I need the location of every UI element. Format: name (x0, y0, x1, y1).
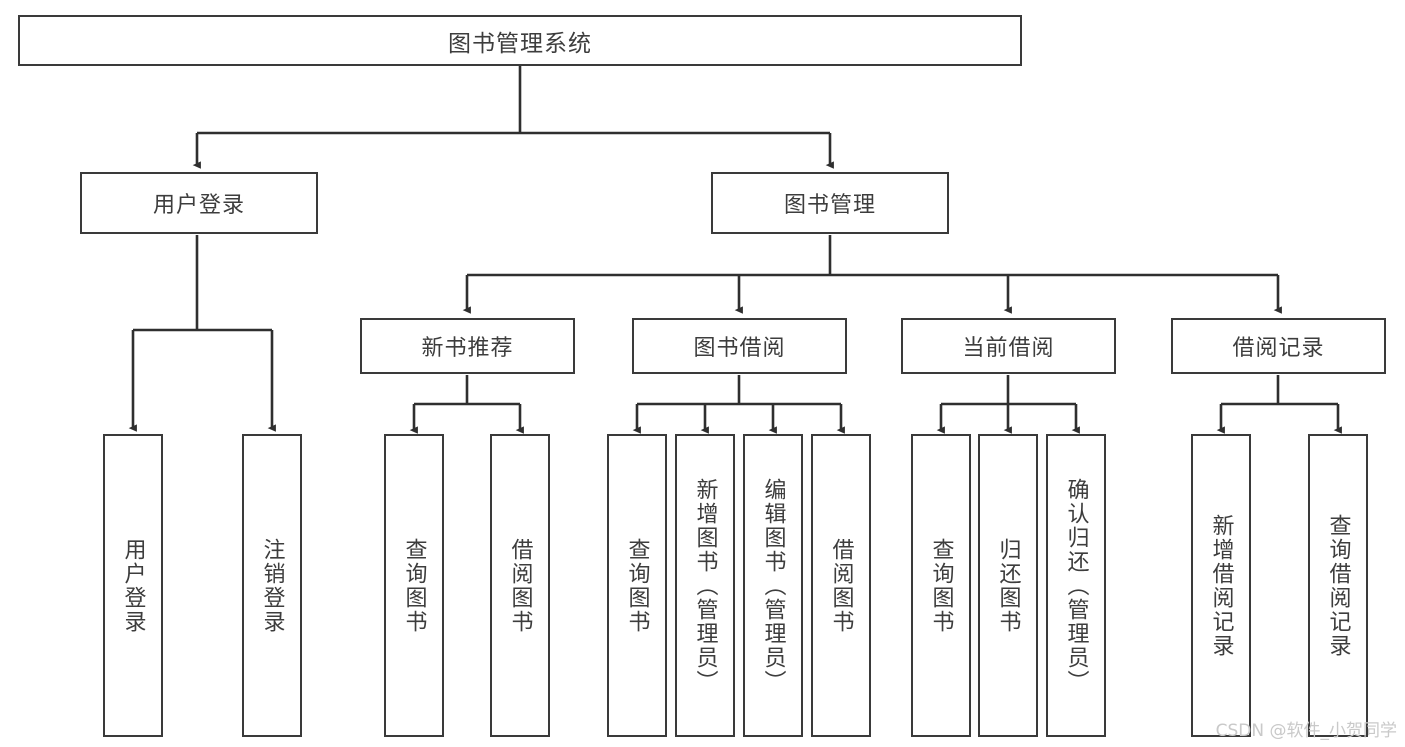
node-current-borrowing[interactable]: 当前借阅 (901, 318, 1116, 374)
leaf-book-borrow-borrow-books[interactable]: 借阅图书 (811, 434, 871, 737)
leaf-label: 借阅图书 (507, 537, 533, 634)
leaf-label: 编辑图书（管理员） (760, 477, 786, 694)
leaf-new-book-borrow-books[interactable]: 借阅图书 (490, 434, 550, 737)
node-book-borrowing[interactable]: 图书借阅 (632, 318, 847, 374)
node-new-book-recommendation[interactable]: 新书推荐 (360, 318, 575, 374)
leaf-label: 查询借阅记录 (1325, 513, 1351, 658)
leaf-current-borrow-confirm-return-admin[interactable]: 确认归还（管理员） (1046, 434, 1106, 737)
leaf-label: 确认归还（管理员） (1063, 477, 1089, 694)
leaf-book-borrow-edit-book-admin[interactable]: 编辑图书（管理员） (743, 434, 803, 737)
leaf-book-borrow-add-book-admin[interactable]: 新增图书（管理员） (675, 434, 735, 737)
leaf-current-borrow-return-books[interactable]: 归还图书 (978, 434, 1038, 737)
node-root-library-system[interactable]: 图书管理系统 (18, 15, 1022, 66)
csdn-watermark: CSDN @软件_小贺同学 (1215, 721, 1397, 741)
node-user-login[interactable]: 用户登录 (80, 172, 318, 234)
leaf-new-book-query-books[interactable]: 查询图书 (384, 434, 444, 737)
leaf-user-login-logout[interactable]: 注销登录 (242, 434, 302, 737)
leaf-label: 注销登录 (259, 537, 285, 634)
leaf-user-login-signin[interactable]: 用户登录 (103, 434, 163, 737)
leaf-borrow-record-add-record[interactable]: 新增借阅记录 (1191, 434, 1251, 737)
leaf-current-borrow-query-books[interactable]: 查询图书 (911, 434, 971, 737)
node-book-management[interactable]: 图书管理 (711, 172, 949, 234)
leaf-label: 查询图书 (624, 537, 650, 634)
leaf-label: 新增图书（管理员） (692, 477, 718, 694)
node-borrowing-record[interactable]: 借阅记录 (1171, 318, 1386, 374)
leaf-borrow-record-query-record[interactable]: 查询借阅记录 (1308, 434, 1368, 737)
leaf-label: 用户登录 (120, 537, 146, 634)
leaf-label: 归还图书 (995, 537, 1021, 634)
leaf-book-borrow-query-books[interactable]: 查询图书 (607, 434, 667, 737)
leaf-label: 新增借阅记录 (1208, 513, 1234, 658)
leaf-label: 查询图书 (401, 537, 427, 634)
leaf-label: 借阅图书 (828, 537, 854, 634)
leaf-label: 查询图书 (928, 537, 954, 634)
